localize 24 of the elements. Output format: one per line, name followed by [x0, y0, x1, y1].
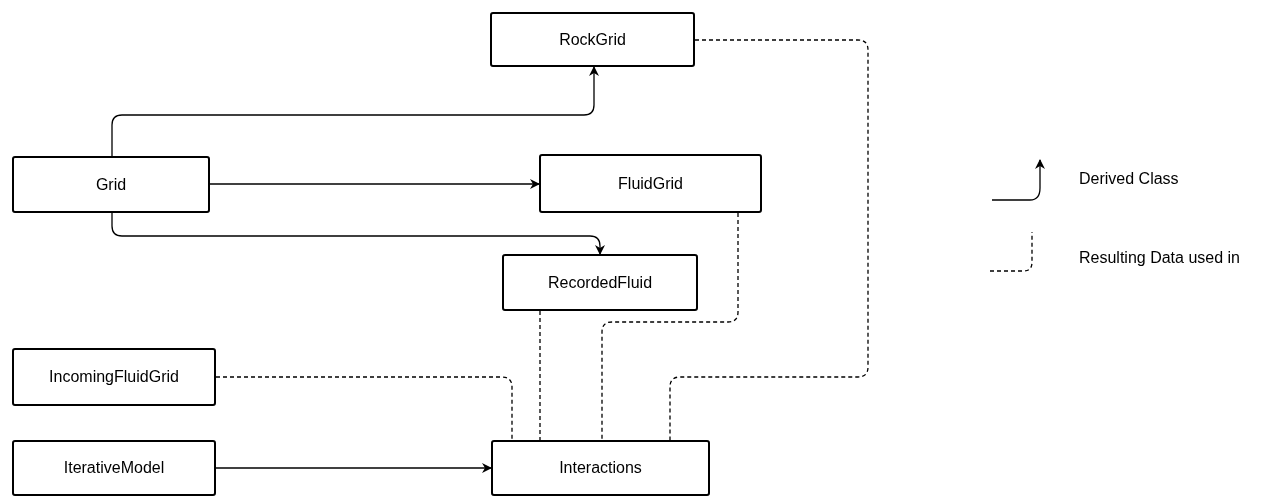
arrow [111, 212, 605, 255]
class-name: IncomingFluidGrid [49, 368, 179, 386]
class-name: IterativeModel [63, 459, 165, 477]
arrow [111, 66, 599, 157]
connector-line [601, 212, 739, 441]
class-name: FluidGrid [618, 174, 683, 193]
class-name: RockGrid [559, 30, 626, 49]
arrow [215, 463, 492, 473]
class-name: Interactions [559, 459, 642, 477]
class-box [12, 440, 216, 496]
class-name: RecordedFluid [547, 273, 653, 292]
arrow [209, 179, 540, 189]
class-name: Grid [95, 175, 127, 194]
class-box [502, 254, 698, 311]
connector-line [215, 376, 513, 441]
class-box [12, 156, 210, 213]
legend-label: Resulting Data used in [1079, 249, 1240, 267]
connector-line [539, 310, 541, 441]
class-box [12, 348, 216, 406]
connector-line [669, 39, 869, 441]
class-box [491, 440, 710, 496]
class-box [490, 12, 695, 67]
legend-label: Derived Class [1079, 170, 1179, 188]
class-box [539, 154, 762, 213]
